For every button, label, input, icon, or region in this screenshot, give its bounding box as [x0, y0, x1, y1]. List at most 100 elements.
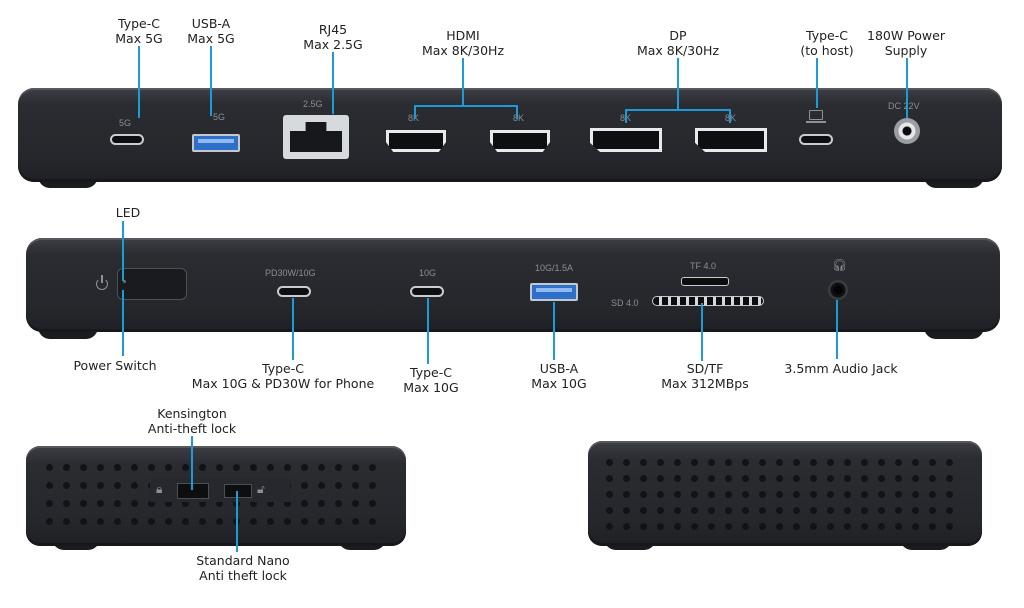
vent-hole: [284, 500, 291, 507]
vent-hole: [369, 500, 376, 507]
vent-hole: [725, 475, 732, 482]
back-typec-label: 5G: [119, 118, 132, 128]
vent-hole: [793, 475, 800, 482]
leader-nano: [236, 491, 238, 552]
vent-hole: [776, 475, 783, 482]
vent-hole: [725, 491, 732, 498]
vent-hole: [725, 459, 732, 466]
vent-hole: [691, 459, 698, 466]
leader-typec-5g: [138, 46, 140, 118]
vent-hole: [674, 491, 681, 498]
vent-hole: [708, 475, 715, 482]
vent-hole: [250, 500, 257, 507]
vent-hole: [912, 523, 919, 530]
callout-audio: 3.5mm Audio Jack: [784, 361, 898, 376]
vent-hole: [861, 507, 868, 514]
vent-hole: [946, 523, 953, 530]
vent-hole: [46, 500, 53, 507]
leader-hdmi-l: [414, 105, 416, 119]
vent-hole: [80, 464, 87, 471]
leader-power-supply: [906, 58, 908, 118]
vent-hole: [114, 500, 121, 507]
host-typec-port: [799, 134, 833, 145]
vent-hole: [759, 475, 766, 482]
vent-hole: [267, 464, 274, 471]
vent-hole: [216, 518, 223, 525]
audio-jack: [828, 280, 848, 300]
vent-hole: [114, 518, 121, 525]
vent-hole: [301, 518, 308, 525]
vent-hole: [793, 507, 800, 514]
vent-hole: [878, 491, 885, 498]
back-typec-port: [110, 134, 144, 145]
leader-audio: [836, 300, 838, 359]
vent-hole: [895, 491, 902, 498]
vent-hole: [623, 475, 630, 482]
vent-hole: [895, 475, 902, 482]
vent-hole: [844, 523, 851, 530]
vent-hole: [606, 475, 613, 482]
vent-hole: [114, 482, 121, 489]
sd-label: SD 4.0: [611, 298, 639, 308]
vent-hole: [657, 523, 664, 530]
vent-hole: [674, 459, 681, 466]
vent-hole: [46, 518, 53, 525]
vent-hole: [301, 500, 308, 507]
vent-hole: [250, 464, 257, 471]
leader-usba-5g: [210, 46, 212, 116]
vent-hole: [335, 518, 342, 525]
front-typec-label: 10G: [419, 268, 437, 278]
vent-hole: [318, 464, 325, 471]
vent-hole: [912, 507, 919, 514]
vent-hole: [63, 500, 70, 507]
tf-label: TF 4.0: [690, 261, 717, 271]
vent-hole: [148, 464, 155, 471]
vent-hole: [352, 500, 359, 507]
vent-hole: [640, 459, 647, 466]
vent-hole: [318, 518, 325, 525]
vent-hole: [708, 491, 715, 498]
vent-hole: [369, 482, 376, 489]
vent-hole: [640, 475, 647, 482]
vent-hole: [776, 523, 783, 530]
vent-hole: [827, 459, 834, 466]
callout-led: LED: [115, 205, 141, 220]
leader-power-switch: [122, 290, 124, 356]
vent-hole: [878, 507, 885, 514]
vent-hole: [861, 459, 868, 466]
vent-hole: [182, 464, 189, 471]
vent-hole: [878, 523, 885, 530]
vent-hole: [776, 491, 783, 498]
back-usba-port: [192, 134, 240, 152]
vent-hole: [929, 507, 936, 514]
vent-hole: [827, 523, 834, 530]
lock-panel-mask: [150, 478, 290, 502]
vent-hole: [708, 523, 715, 530]
front-pd-typec-port: [277, 286, 311, 297]
tf-card-slot: [681, 277, 729, 286]
leader-dp-bar: [625, 109, 731, 111]
vent-hole: [606, 491, 613, 498]
vent-hole: [301, 482, 308, 489]
vent-hole: [199, 518, 206, 525]
vent-hole: [946, 491, 953, 498]
vent-hole: [827, 491, 834, 498]
laptop-icon-base: [806, 121, 826, 123]
vent-hole: [793, 459, 800, 466]
vent-hole: [708, 459, 715, 466]
vent-hole: [674, 507, 681, 514]
vent-hole: [284, 464, 291, 471]
dc-label: DC 22V: [888, 101, 920, 111]
vent-hole: [63, 518, 70, 525]
leader-sdtf: [701, 303, 703, 361]
back-usba-label: 5G: [213, 112, 226, 122]
vent-hole: [148, 518, 155, 525]
vent-hole: [691, 507, 698, 514]
vent-hole: [759, 523, 766, 530]
vent-hole: [97, 464, 104, 471]
